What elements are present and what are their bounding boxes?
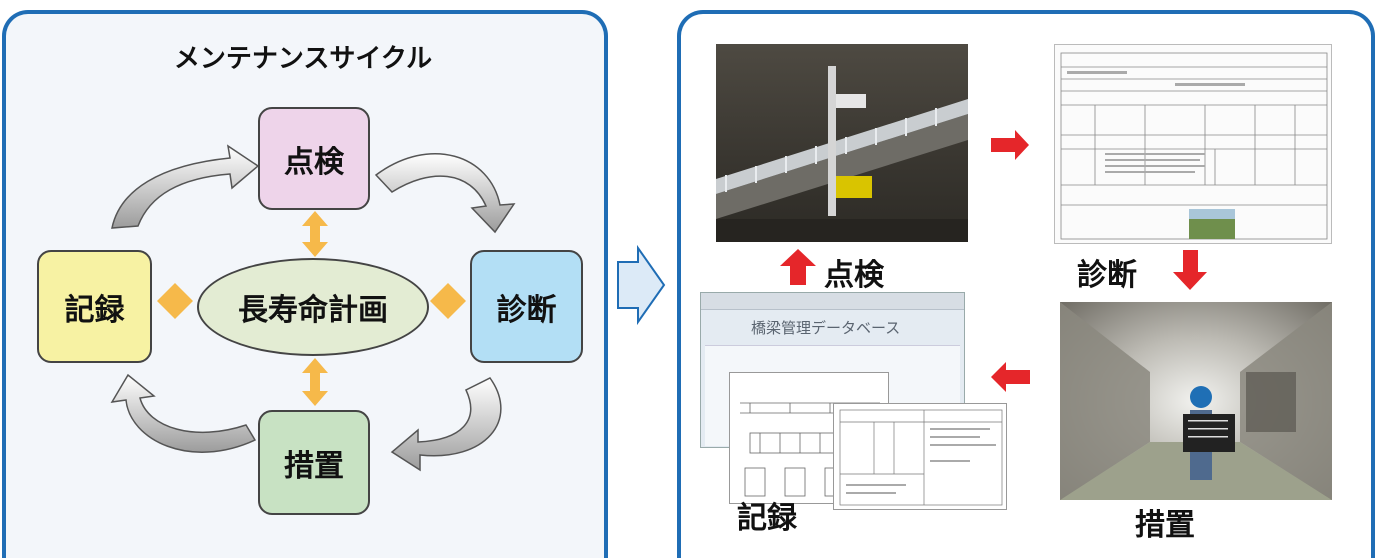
photo-bridge-inspection <box>716 44 968 242</box>
curved-arrow-inspect-to-diagnose <box>374 152 516 234</box>
connector-center-measure <box>302 358 328 406</box>
cycle-box-diagnose: 診断 <box>470 250 583 363</box>
photo-record-sheet <box>833 403 1007 510</box>
transition-arrow <box>617 244 666 326</box>
flow-arrow-left <box>991 362 1030 392</box>
cycle-title: メンテナンスサイクル <box>173 44 433 74</box>
connector-diamond-diagnose <box>430 283 466 319</box>
curved-arrow-measure-to-record <box>110 373 257 453</box>
flow-arrow-down <box>1173 250 1207 290</box>
curved-arrow-record-to-inspect <box>111 144 260 229</box>
cycle-box-measure: 措置 <box>258 410 370 515</box>
flow-arrow-right <box>991 130 1029 160</box>
connector-diamond-record <box>157 283 193 319</box>
connector-inspect-center <box>302 211 328 257</box>
cycle-box-record: 記録 <box>37 250 152 363</box>
curved-arrow-diagnose-to-measure <box>390 377 502 472</box>
flow-arrow-up <box>780 249 816 285</box>
flow-label-diagnose: 診断 <box>1077 258 1137 293</box>
database-title: 橋梁管理データベース <box>751 319 901 337</box>
cycle-box-inspect: 点検 <box>258 107 370 210</box>
flow-label-inspect: 点検 <box>824 258 884 293</box>
center-ellipse-long-life-plan: 長寿命計画 <box>197 258 429 356</box>
photo-measure-worker <box>1060 302 1332 500</box>
photo-diagnosis-report <box>1054 44 1332 244</box>
flow-label-measure: 措置 <box>1135 508 1195 543</box>
flow-label-record: 記録 <box>737 501 797 536</box>
